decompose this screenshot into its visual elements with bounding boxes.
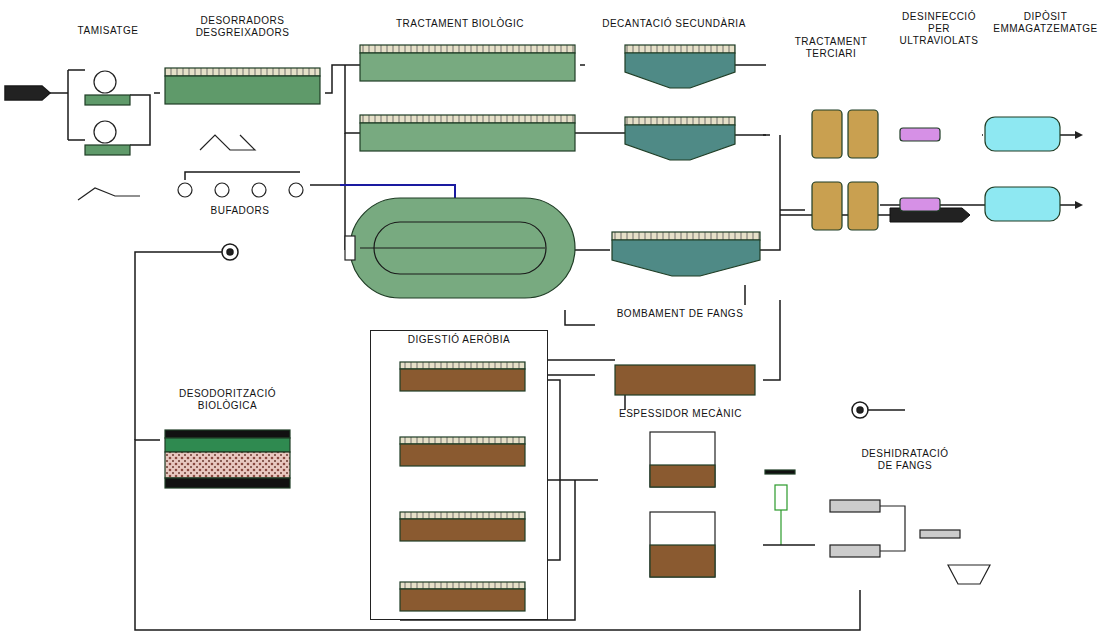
biofilter: DESODORITZACIÓ BIOLÒGICA xyxy=(160,385,295,495)
pipe-connector xyxy=(325,65,340,93)
stage-label: DESODORITZACIÓ BIOLÒGICA xyxy=(168,388,288,412)
pipe-connector xyxy=(310,184,340,186)
pipe-connector xyxy=(982,134,983,136)
grit-chamber: DESORRADORS DESGREIXADORS xyxy=(160,12,325,157)
pipe-connector xyxy=(763,134,766,136)
stage-label: DESHIDRATACIÓ DE FANGS xyxy=(855,448,955,472)
uv-disinfection: DESINFECCIÓ PER ULTRAVIOLATS xyxy=(896,8,982,218)
stage-label: DIPÒSIT EMMAGATZEMATGE xyxy=(990,11,1102,35)
stage-label: DECANTACIÓ SECUNDÀRIA xyxy=(602,18,746,30)
pipe-connector xyxy=(580,64,585,66)
mechanical-thickener: ESPESSIDOR MECÀNIC xyxy=(598,405,763,590)
sludge-pumping: BOMBAMENT DE FANGS xyxy=(595,305,765,400)
pipe-connector xyxy=(548,374,595,376)
stage-label: TRACTAMENT BIOLÒGIC xyxy=(396,18,524,30)
stage-label: BOMBAMENT DE FANGS xyxy=(617,308,744,320)
pipe-connector xyxy=(763,544,815,546)
pipe-connector xyxy=(565,310,595,325)
blower-group: BUFADORS xyxy=(170,172,310,220)
aerobic-digester: DIGESTIÓ AERÒBIA xyxy=(370,330,548,620)
sludge-dewatering: DESHIDRATACIÓ DE FANGS xyxy=(815,445,995,590)
biological-reactor: TRACTAMENT BIOLÒGIC xyxy=(340,15,580,310)
stage-label: TRACTAMENT TERCIARI xyxy=(768,36,894,60)
stage-label: DESORRADORS DESGREIXADORS xyxy=(180,15,305,39)
screening-unit: TAMISATGE xyxy=(62,22,154,212)
pipe-connector xyxy=(548,479,598,481)
pipe-connector xyxy=(154,92,160,94)
stage-label: DESINFECCIÓ PER ULTRAVIOLATS xyxy=(898,11,980,47)
stage-label: TAMISATGE xyxy=(78,25,139,37)
clarifier-group: DECANTACIÓ SECUNDÀRIA xyxy=(585,15,763,285)
stage-label: BUFADORS xyxy=(210,205,269,217)
stage-label: DIGESTIÓ AERÒBIA xyxy=(408,334,510,346)
pipe-connector xyxy=(135,440,860,630)
storage-tank: DIPÒSIT EMMAGATZEMATGE xyxy=(983,8,1108,228)
stage-label: ESPESSIDOR MECÀNIC xyxy=(619,408,742,420)
pipe-connector xyxy=(744,285,746,305)
tertiary-filter: TRACTAMENT TERCIARI xyxy=(766,33,896,238)
